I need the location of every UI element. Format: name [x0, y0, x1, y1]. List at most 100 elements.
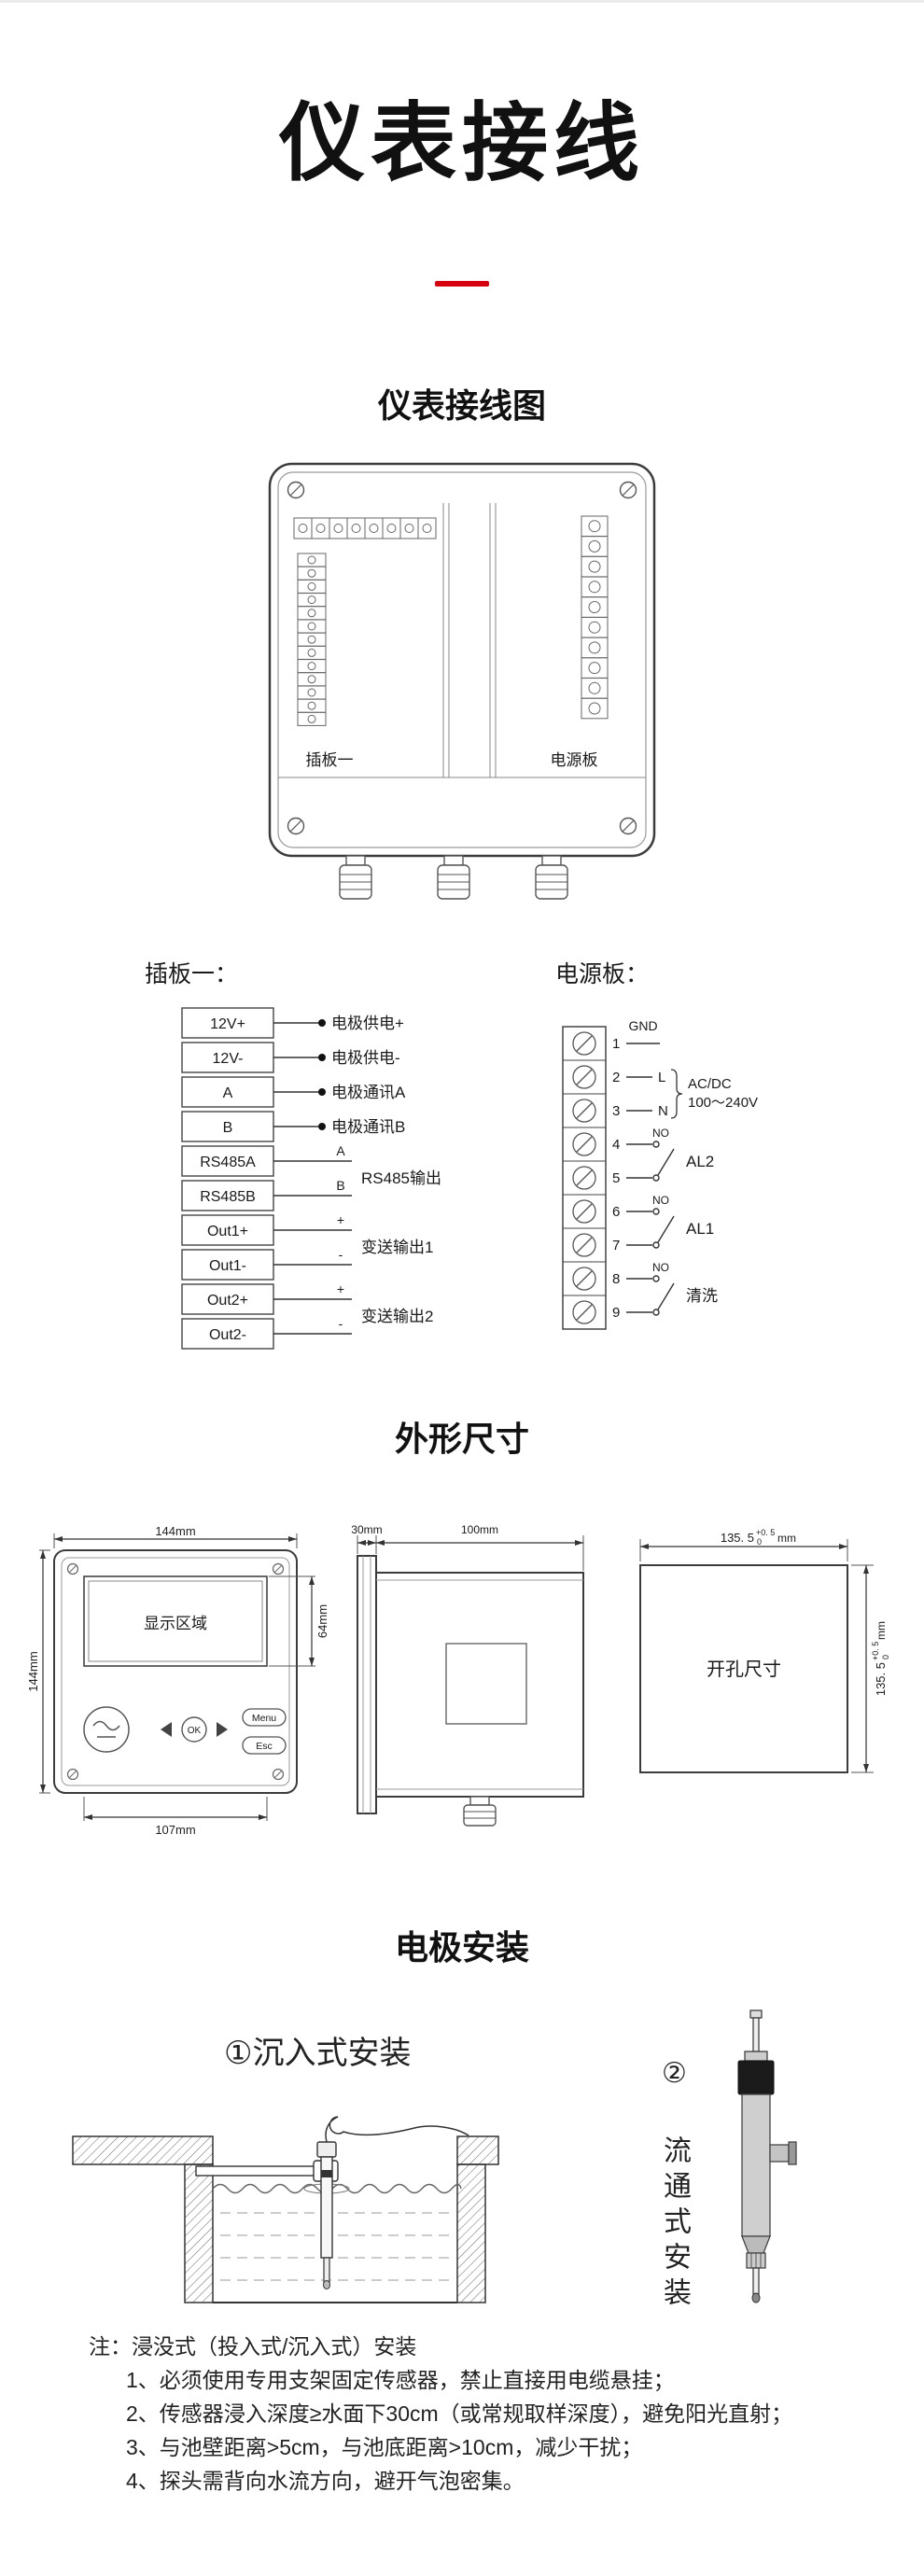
- mount-bracket: [195, 2160, 339, 2182]
- svg-text:Menu: Menu: [251, 1713, 275, 1724]
- power-board-screw-icons: [572, 1030, 596, 1324]
- top-connector-strip: [293, 517, 437, 539]
- svg-text:9: 9: [612, 1305, 620, 1321]
- svg-text:+0. 5: +0. 5: [871, 1641, 880, 1659]
- svg-text:Out2+: Out2+: [207, 1293, 248, 1309]
- note-item-3: 3、与池壁距离>5cm，与池底距离>10cm，减少干扰；: [126, 2434, 643, 2459]
- electrode-probe-icon: [316, 2141, 337, 2289]
- svg-text:12V-: 12V-: [213, 1051, 244, 1067]
- section-dimensions-heading: 外形尺寸: [394, 1419, 529, 1458]
- left-terminal-strip: [297, 553, 327, 726]
- svg-text:-: -: [339, 1247, 343, 1262]
- svg-text:6: 6: [612, 1204, 620, 1220]
- power-board-block: 电源板：: [555, 956, 779, 1359]
- ground-ledge-right: [456, 2135, 499, 2165]
- acdc-label-line1: AC/DC: [688, 1076, 732, 1092]
- svg-text:NO: NO: [652, 1194, 669, 1207]
- acdc-brace: [670, 1068, 683, 1119]
- power-board-diagram: 1 2 3 4 5 6 7 8 9: [562, 1018, 758, 1330]
- gnd-label: GND: [628, 1018, 657, 1033]
- svg-text:Out1+: Out1+: [207, 1224, 248, 1239]
- svg-text:OK: OK: [187, 1726, 201, 1736]
- svg-text:NO: NO: [652, 1261, 669, 1274]
- flow-install-block: ② 流通式安装: [653, 2009, 805, 2317]
- svg-text:Esc: Esc: [256, 1741, 273, 1752]
- svg-text:12V+: 12V+: [210, 1016, 245, 1032]
- dimensions-row: 144mm 144mm 显示区域 64mm: [0, 1524, 924, 1841]
- right-terminal-strip: [581, 515, 609, 719]
- svg-text:4: 4: [612, 1137, 620, 1153]
- live-label: L: [658, 1070, 665, 1085]
- acdc-label-line2: 100～240V: [688, 1095, 758, 1111]
- screen-height-dim: 64mm: [315, 1604, 329, 1638]
- svg-text:RS485B: RS485B: [200, 1189, 256, 1205]
- plug-board-group-marks: A B + - + -: [336, 1143, 345, 1331]
- svg-text:7: 7: [612, 1238, 620, 1253]
- power-board-numbers: 1 2 3 4 5 6 7 8 9: [612, 1036, 620, 1321]
- svg-text:电极供电+: 电极供电+: [331, 1015, 404, 1032]
- front-height-dim: 144mm: [26, 1651, 40, 1691]
- relay-no-marks: NO NO NO: [652, 1127, 669, 1274]
- svg-text:2: 2: [612, 1070, 620, 1085]
- svg-text:Out1-: Out1-: [209, 1258, 246, 1274]
- svg-text:电极通讯B: 电极通讯B: [331, 1118, 405, 1136]
- ground-ledge-left: [72, 2135, 214, 2165]
- terminal-detail-row: 插板一： 12V+ 12V- A: [0, 956, 924, 1359]
- power-board-wires: [626, 1042, 660, 1313]
- brand-knob-icon: [82, 1706, 130, 1753]
- water-surface-waves: [212, 2183, 462, 2194]
- front-view-diagram: 144mm 144mm 显示区域 64mm: [26, 1524, 329, 1837]
- esc-button-icon: [241, 1736, 287, 1755]
- svg-text:电极供电-: 电极供电-: [331, 1049, 400, 1067]
- svg-text:5: 5: [612, 1170, 620, 1186]
- plug-board-terminal-texts: 12V+ 12V- A B RS485A RS485B Out1+ Out1- …: [200, 1016, 256, 1343]
- svg-text:mm: mm: [875, 1621, 888, 1640]
- svg-text:AL2: AL2: [686, 1153, 714, 1170]
- plug-board-wire-labels: 电极供电+ 电极供电- 电极通讯A 电极通讯B: [331, 1015, 406, 1136]
- left-arrow-icon: [160, 1721, 172, 1737]
- side-cable-gland-icon: [462, 1796, 497, 1827]
- power-board-cell-dividers: [563, 1059, 606, 1296]
- cutout-width-dim: 135. 5: [720, 1531, 753, 1545]
- front-buttons: OK Menu Esc: [82, 1706, 287, 1755]
- svg-text:+: +: [337, 1281, 344, 1296]
- plug-board-wires: [273, 1021, 352, 1335]
- svg-text:A: A: [336, 1143, 345, 1158]
- submerged-install-label: ①沉入式安装: [224, 2035, 412, 2071]
- cutout-width-unit: mm: [777, 1532, 796, 1545]
- side-inner-square: [444, 1643, 527, 1725]
- water-dashed-lines: [220, 2212, 452, 2281]
- svg-text:清洗: 清洗: [686, 1287, 718, 1305]
- flow-install-label: ② 流通式安装: [659, 2056, 690, 2313]
- plug-board-terminal-boxes: [181, 1006, 274, 1350]
- svg-text:电极通讯A: 电极通讯A: [331, 1084, 406, 1101]
- enclosure-wiring-diagram: 插板一 电源板: [268, 462, 656, 900]
- flange-depth-dim: 30mm: [351, 1524, 382, 1536]
- enclosure-diagram-wrap: 插板一 电源板: [0, 460, 924, 915]
- plug-board-diagram: 12V+ 12V- A B RS485A RS485B Out1+ Out1- …: [181, 1006, 441, 1350]
- ok-button-icon: [180, 1716, 207, 1743]
- submerged-install-diagram: [72, 2116, 499, 2303]
- cutout-diagram: 135. 5 +0. 5 0 mm 开孔尺寸 135. 5 +0. 5 0 mm: [638, 1528, 890, 1773]
- note-item-2: 2、传感器浸入深度≥水面下30cm（或常规取样深度），避免阳光直射；: [126, 2401, 793, 2426]
- screen-width-dim: 107mm: [155, 1823, 195, 1837]
- svg-text:1: 1: [612, 1036, 620, 1052]
- svg-text:3: 3: [612, 1103, 620, 1119]
- plug-board-wire-dots: [318, 1018, 326, 1130]
- svg-text:NO: NO: [652, 1127, 669, 1140]
- relay-contact-icons: [652, 1140, 675, 1316]
- red-dash-divider: [435, 281, 489, 287]
- svg-text:+: +: [337, 1212, 344, 1227]
- plug-board-title: 插板一：: [145, 960, 239, 987]
- panel-dividers: [278, 502, 646, 778]
- svg-text:0: 0: [881, 1655, 890, 1659]
- body-depth-dim: 100mm: [460, 1524, 497, 1536]
- submerged-install-block: ①沉入式安装: [47, 2009, 525, 2317]
- svg-text:变送输出1: 变送输出1: [361, 1239, 433, 1256]
- notes-title: 注：浸没式（投入式/沉入式）安装: [89, 2333, 417, 2359]
- svg-text:AL1: AL1: [686, 1220, 714, 1238]
- neutral-label: N: [658, 1103, 668, 1119]
- probe-cable: [325, 2116, 469, 2143]
- cutout-height-dim-group: 135. 5 +0. 5 0 mm: [871, 1621, 890, 1696]
